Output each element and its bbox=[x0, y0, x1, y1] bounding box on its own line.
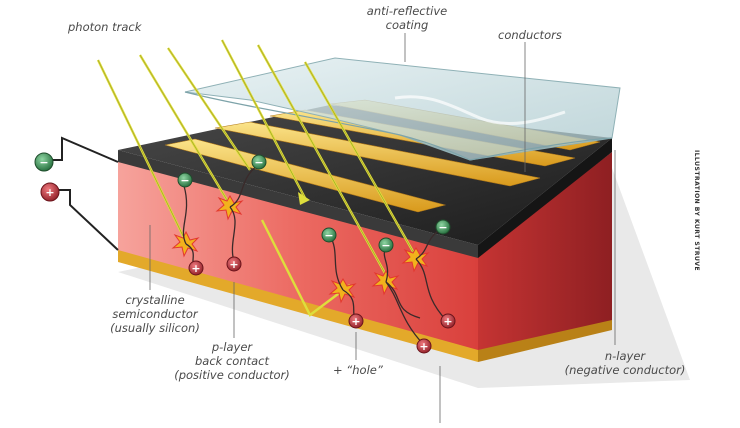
label-anti-reflective-coating: anti-reflective coating bbox=[352, 4, 462, 32]
svg-text:−: − bbox=[180, 174, 189, 187]
label-hole: + “hole” bbox=[333, 363, 383, 377]
label-p-layer-line1: p-layer bbox=[172, 340, 292, 354]
svg-text:−: − bbox=[324, 229, 333, 242]
electron-2: − bbox=[252, 155, 266, 169]
electron-4: − bbox=[379, 238, 393, 252]
svg-text:+: + bbox=[229, 258, 238, 271]
label-n-layer-line1: n-layer bbox=[562, 349, 688, 363]
hole-2: + bbox=[227, 257, 241, 271]
svg-text:−: − bbox=[254, 156, 263, 169]
hole-4: + bbox=[417, 339, 431, 353]
hole-3: + bbox=[349, 314, 363, 328]
electron-3: − bbox=[322, 228, 336, 242]
label-p-layer-line3: (positive conductor) bbox=[172, 368, 292, 382]
external-wire bbox=[48, 138, 118, 162]
hole-1: + bbox=[189, 261, 203, 275]
label-anti-reflective-line2: coating bbox=[352, 18, 462, 32]
terminal-negative: − bbox=[35, 153, 53, 171]
label-p-layer-line2: back contact bbox=[172, 354, 292, 368]
svg-text:+: + bbox=[419, 340, 428, 353]
label-crystalline-semiconductor: crystalline semiconductor (usually silic… bbox=[100, 293, 210, 335]
terminal-positive: + bbox=[41, 183, 59, 201]
svg-text:+: + bbox=[351, 315, 360, 328]
svg-text:−: − bbox=[381, 239, 390, 252]
svg-text:−: − bbox=[438, 221, 447, 234]
illustration-credit: ILLUSTRATION BY KURT STRUVE bbox=[693, 150, 700, 271]
label-n-layer: n-layer (negative conductor) bbox=[562, 349, 688, 377]
svg-text:−: − bbox=[39, 156, 48, 169]
label-crystalline-line3: (usually silicon) bbox=[100, 321, 210, 335]
label-conductors: conductors bbox=[498, 28, 562, 42]
electron-5: − bbox=[436, 220, 450, 234]
label-photon-track: photon track bbox=[68, 20, 141, 34]
label-n-layer-line2: (negative conductor) bbox=[562, 363, 688, 377]
label-p-layer: p-layer back contact (positive conductor… bbox=[172, 340, 292, 382]
label-crystalline-line1: crystalline bbox=[100, 293, 210, 307]
svg-text:+: + bbox=[443, 315, 452, 328]
label-crystalline-line2: semiconductor bbox=[100, 307, 210, 321]
external-wire-2 bbox=[52, 190, 118, 250]
label-anti-reflective-line1: anti-reflective bbox=[352, 4, 462, 18]
hole-5: + bbox=[441, 314, 455, 328]
svg-text:+: + bbox=[191, 262, 200, 275]
electron-1: − bbox=[178, 173, 192, 187]
svg-text:+: + bbox=[45, 186, 54, 199]
